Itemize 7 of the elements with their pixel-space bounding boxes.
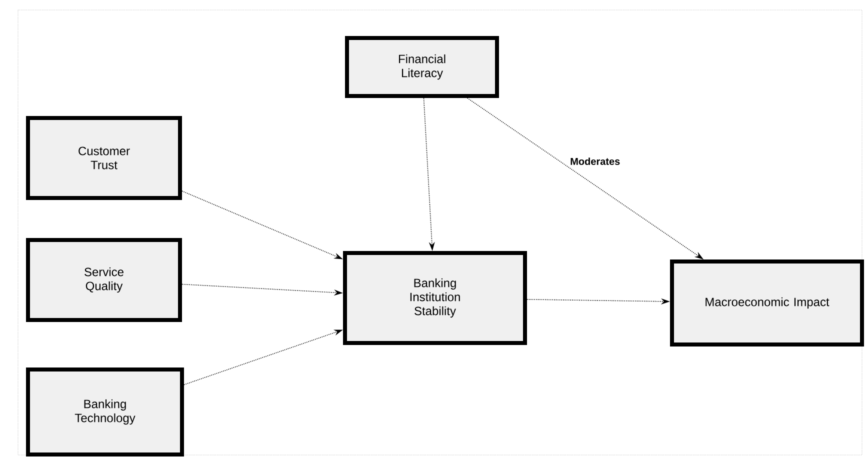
process-box: Customer Trust [26, 116, 182, 200]
edge-label: Moderates [569, 156, 622, 166]
process-box: Financial Literacy [345, 36, 499, 98]
process-box: Service Quality [26, 238, 182, 322]
process-box: Banking Technology [26, 368, 184, 456]
process-box: Banking Institution Stability [343, 251, 527, 345]
process-box: Macroeconomic Impact [670, 260, 864, 346]
